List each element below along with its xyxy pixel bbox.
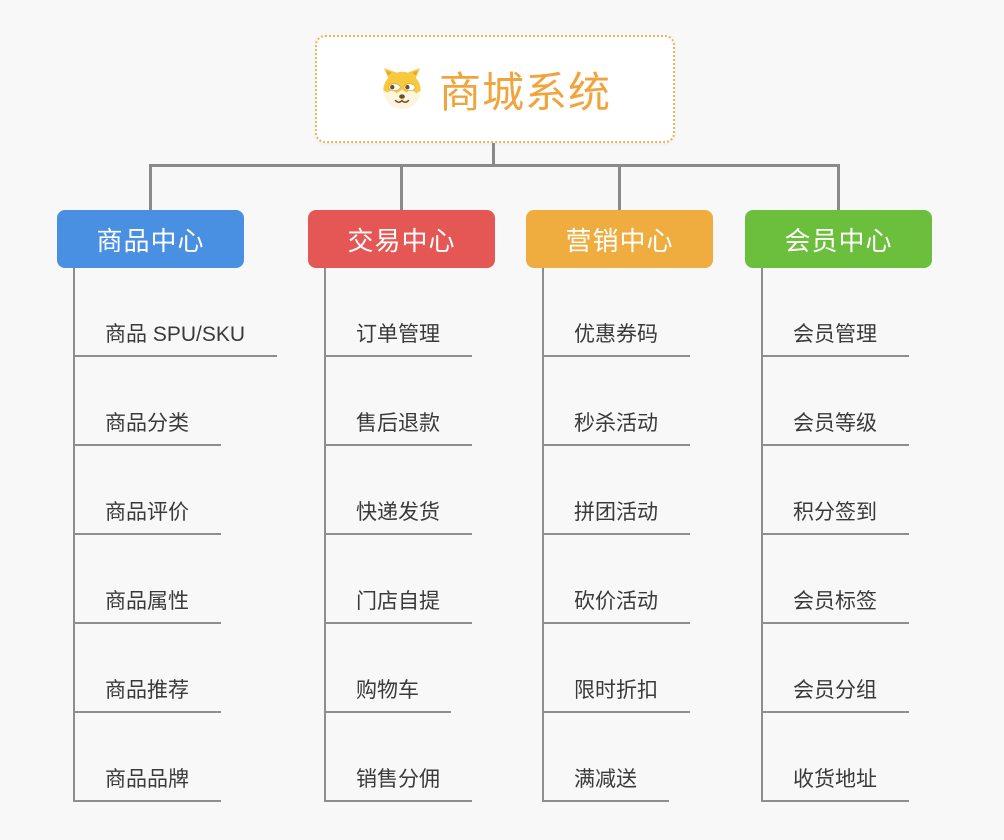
leaf-label: 秒杀活动 xyxy=(542,412,690,446)
branch-node[interactable]: 营销中心 xyxy=(526,210,713,268)
leaf-label: 拼团活动 xyxy=(542,501,690,535)
branch-leaves: 优惠券码 秒杀活动 拼团活动 砍价活动 限时折扣 满减送 xyxy=(542,268,786,802)
leaf-item[interactable]: 购物车 xyxy=(324,624,568,713)
branch-label: 交易中心 xyxy=(347,225,456,256)
leaf-label: 商品品牌 xyxy=(73,768,221,802)
branch-leaves: 订单管理 售后退款 快递发货 门店自提 购物车 销售分佣 xyxy=(324,268,568,802)
leaf-item[interactable]: 收货地址 xyxy=(761,713,1004,802)
leaf-item[interactable]: 会员标签 xyxy=(761,535,1004,624)
leaf-label: 收货地址 xyxy=(761,768,909,802)
leaf-item[interactable]: 商品属性 xyxy=(73,535,317,624)
leaf-item[interactable]: 秒杀活动 xyxy=(542,357,786,446)
branch-label: 商品中心 xyxy=(96,225,205,256)
connector-branch-dropper xyxy=(618,166,621,210)
branch-trunk-line xyxy=(73,268,75,801)
leaf-item[interactable]: 优惠券码 xyxy=(542,268,786,357)
leaf-label: 门店自提 xyxy=(324,590,472,624)
branch-node[interactable]: 商品中心 xyxy=(57,210,244,268)
leaf-label: 商品评价 xyxy=(73,501,221,535)
connector-bus xyxy=(149,164,840,167)
leaf-item[interactable]: 限时折扣 xyxy=(542,624,786,713)
leaf-item[interactable]: 订单管理 xyxy=(324,268,568,357)
leaf-item[interactable]: 商品推荐 xyxy=(73,624,317,713)
branch-node[interactable]: 交易中心 xyxy=(308,210,495,268)
leaf-item[interactable]: 商品分类 xyxy=(73,357,317,446)
leaf-label: 会员管理 xyxy=(761,323,909,357)
leaf-item[interactable]: 砍价活动 xyxy=(542,535,786,624)
leaf-item[interactable]: 拼团活动 xyxy=(542,446,786,535)
branch-leaves: 会员管理 会员等级 积分签到 会员标签 会员分组 收货地址 xyxy=(761,268,1004,802)
leaf-item[interactable]: 门店自提 xyxy=(324,535,568,624)
shiba-dog-face-icon xyxy=(383,68,421,110)
leaf-label: 购物车 xyxy=(324,679,451,713)
leaf-item[interactable]: 会员管理 xyxy=(761,268,1004,357)
leaf-label: 积分签到 xyxy=(761,501,909,535)
branch-column: 商品中心 商品 SPU/SKU 商品分类 商品评价 商品属性 商品推荐 商品品牌 xyxy=(57,210,317,802)
connector-branch-dropper xyxy=(837,166,840,210)
leaf-label: 限时折扣 xyxy=(542,679,690,713)
branch-column: 会员中心 会员管理 会员等级 积分签到 会员标签 会员分组 收货地址 xyxy=(745,210,1004,802)
leaf-item[interactable]: 销售分佣 xyxy=(324,713,568,802)
leaf-label: 商品分类 xyxy=(73,412,221,446)
branch-label: 会员中心 xyxy=(784,225,893,256)
leaf-label: 订单管理 xyxy=(324,323,472,357)
leaf-label: 快递发货 xyxy=(324,501,472,535)
leaf-item[interactable]: 商品 SPU/SKU xyxy=(73,268,317,357)
connector-branch-dropper xyxy=(149,166,152,210)
leaf-label: 会员分组 xyxy=(761,679,909,713)
leaf-item[interactable]: 商品品牌 xyxy=(73,713,317,802)
leaf-label: 会员标签 xyxy=(761,590,909,624)
leaf-label: 会员等级 xyxy=(761,412,909,446)
branch-label: 营销中心 xyxy=(565,225,674,256)
leaf-item[interactable]: 会员分组 xyxy=(761,624,1004,713)
leaf-label: 商品 SPU/SKU xyxy=(73,323,278,357)
leaf-label: 商品推荐 xyxy=(73,679,221,713)
branch-trunk-line xyxy=(542,268,544,801)
leaf-label: 商品属性 xyxy=(73,590,221,624)
branch-trunk-line xyxy=(761,268,763,801)
leaf-label: 销售分佣 xyxy=(324,768,472,802)
connector-root-dropper xyxy=(492,143,495,165)
connector-branch-dropper xyxy=(400,166,403,210)
leaf-item[interactable]: 会员等级 xyxy=(761,357,1004,446)
leaf-label: 售后退款 xyxy=(324,412,472,446)
leaf-item[interactable]: 商品评价 xyxy=(73,446,317,535)
leaf-item[interactable]: 满减送 xyxy=(542,713,786,802)
leaf-label: 满减送 xyxy=(542,768,669,802)
branch-node[interactable]: 会员中心 xyxy=(745,210,932,268)
branch-column: 交易中心 订单管理 售后退款 快递发货 门店自提 购物车 销售分佣 xyxy=(308,210,568,802)
root-title: 商城系统 xyxy=(438,68,611,116)
leaf-item[interactable]: 售后退款 xyxy=(324,357,568,446)
root-node[interactable]: 商城系统 xyxy=(315,35,675,143)
branch-leaves: 商品 SPU/SKU 商品分类 商品评价 商品属性 商品推荐 商品品牌 xyxy=(73,268,317,802)
leaf-label: 砍价活动 xyxy=(542,590,690,624)
leaf-item[interactable]: 快递发货 xyxy=(324,446,568,535)
leaf-item[interactable]: 积分签到 xyxy=(761,446,1004,535)
leaf-label: 优惠券码 xyxy=(542,323,690,357)
branch-trunk-line xyxy=(324,268,326,801)
branch-column: 营销中心 优惠券码 秒杀活动 拼团活动 砍价活动 限时折扣 满减送 xyxy=(526,210,786,802)
